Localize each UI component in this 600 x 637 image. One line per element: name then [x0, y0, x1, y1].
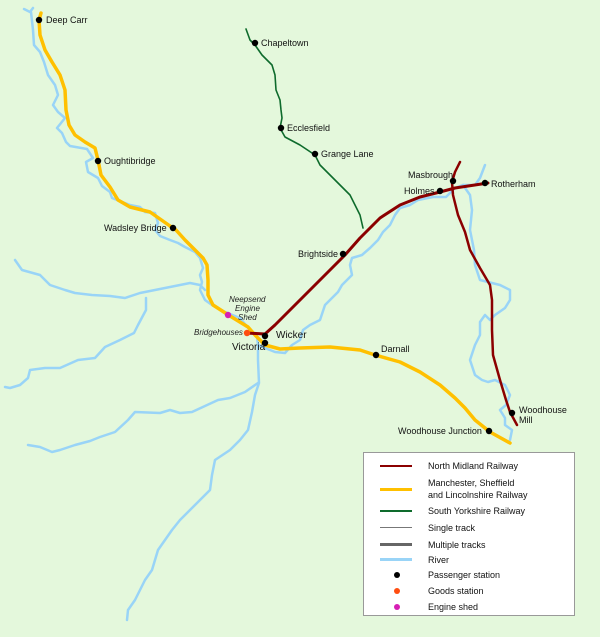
goods-station-bridgehouses	[243, 329, 251, 337]
label-woodhouse-mill-1: Woodhouse	[519, 405, 567, 415]
station-wadsley-bridge	[169, 224, 177, 232]
label-oughtibridge: Oughtibridge	[104, 156, 156, 166]
single-track-icon	[380, 527, 412, 528]
station-markers	[35, 16, 516, 435]
river-don-east	[256, 186, 457, 355]
south-yorkshire-line	[245, 28, 364, 229]
label-chapeltown: Chapeltown	[261, 38, 309, 48]
station-ecclesfield	[277, 124, 285, 132]
passenger-station-icon	[394, 572, 400, 578]
legend: North Midland Railway Manchester, Sheffi…	[363, 452, 575, 616]
station-woodhouse-junction	[485, 427, 493, 435]
river-porter	[26, 381, 260, 454]
goods-station-icon	[394, 588, 400, 594]
label-holmes: Holmes	[404, 186, 435, 196]
river-rother	[461, 183, 514, 442]
label-masbrough: Masbrough	[408, 170, 454, 180]
river-loxley	[13, 258, 207, 300]
station-wicker	[261, 332, 269, 340]
label-wicker: Wicker	[276, 330, 307, 341]
south-yorkshire-line-icon	[380, 510, 412, 512]
label-neepsend-1: Neepsend	[229, 295, 266, 304]
label-victoria: Victoria	[232, 342, 266, 353]
station-rotherham	[481, 179, 489, 187]
label-brightside: Brightside	[298, 249, 339, 259]
label-woodhouse-mill-2: Mill	[519, 415, 533, 425]
station-grange-lane	[311, 150, 319, 158]
river-rivelin	[3, 296, 148, 390]
station-brightside	[339, 250, 347, 258]
station-holmes	[436, 187, 444, 195]
engine-shed-icon	[394, 604, 400, 610]
station-deep-carr	[35, 16, 43, 24]
station-woodhouse-mill	[508, 409, 516, 417]
rivers	[3, 6, 514, 622]
mslr-line	[37, 11, 512, 445]
mslr-line-icon	[380, 488, 412, 491]
river-don	[22, 6, 261, 622]
label-deep-carr: Deep Carr	[46, 15, 88, 25]
label-ecclesfield: Ecclesfield	[287, 123, 331, 133]
label-bridgehouses: Bridgehouses	[194, 328, 243, 337]
label-neepsend-2: Engine	[235, 304, 260, 313]
north-midland-line	[244, 160, 519, 427]
station-masbrough	[449, 177, 457, 185]
station-chapeltown	[251, 39, 259, 47]
station-darnall	[372, 351, 380, 359]
label-grange-lane: Grange Lane	[321, 149, 374, 159]
label-rotherham: Rotherham	[491, 179, 536, 189]
engine-shed-neepsend	[224, 311, 232, 319]
station-victoria	[261, 339, 269, 347]
label-neepsend-3: Shed	[238, 313, 257, 322]
label-wadsley-bridge: Wadsley Bridge	[104, 223, 167, 233]
north-midland-line-icon	[380, 465, 412, 467]
label-woodhouse-junction: Woodhouse Junction	[398, 426, 482, 436]
label-darnall: Darnall	[381, 344, 410, 354]
river-icon	[380, 558, 412, 561]
multiple-tracks-icon	[380, 543, 412, 546]
station-oughtibridge	[94, 157, 102, 165]
